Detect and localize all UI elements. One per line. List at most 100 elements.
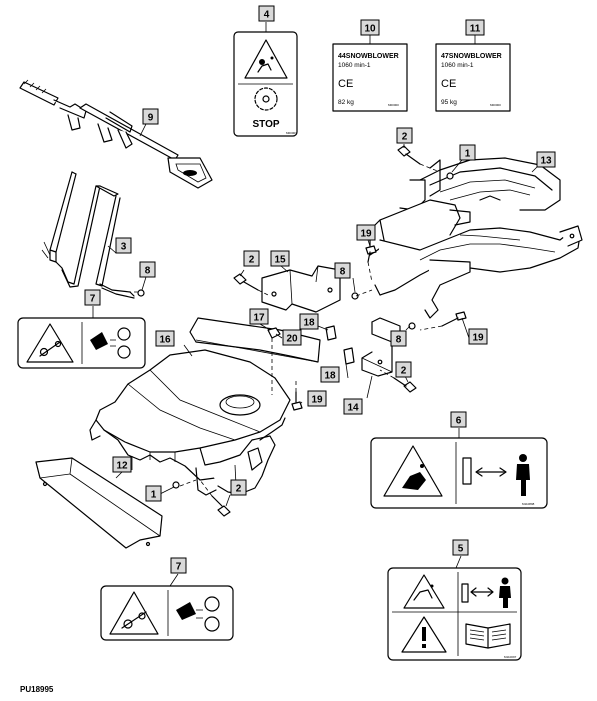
warning-triangle-icon — [244, 39, 288, 79]
label-44-model: 44SNOWBLOWER — [338, 53, 399, 60]
label-47-model: 47SNOWBLOWER — [441, 53, 502, 60]
callout-11: 11 — [465, 19, 485, 36]
hand-entanglement-icon — [90, 327, 131, 359]
manual-book-icon — [465, 623, 511, 649]
svg-text:M110898: M110898 — [522, 502, 535, 506]
svg-text:2: 2 — [249, 255, 255, 266]
label-44-rpm: 1060 min-1 — [338, 62, 371, 69]
svg-text:19: 19 — [311, 395, 323, 406]
rotating-impeller-icon — [254, 87, 278, 111]
nut-20 — [267, 327, 281, 339]
svg-text:M00001: M00001 — [286, 131, 297, 135]
part-9-crank-handle — [19, 79, 213, 189]
svg-text:16: 16 — [159, 335, 171, 346]
screw-19a — [365, 245, 377, 263]
label-44-ce-mark: CE — [338, 78, 353, 90]
callout-14: 14 — [343, 398, 363, 415]
svg-text:5: 5 — [458, 544, 464, 555]
washer-8a — [137, 289, 145, 297]
callout-18b: 18 — [320, 366, 340, 383]
figure-code: PU18995 — [20, 685, 54, 694]
callout-17: 17 — [249, 308, 269, 325]
callout-10: 10 — [360, 19, 380, 36]
callout-18a: 18 — [299, 313, 319, 330]
warning-triangle-icon — [26, 323, 74, 363]
decal-7a-belt-hazard — [17, 317, 146, 369]
svg-text:8: 8 — [340, 267, 346, 278]
svg-text:20: 20 — [286, 334, 298, 345]
hardware — [137, 145, 467, 517]
part-14-bracket — [361, 317, 401, 377]
svg-text:19: 19 — [360, 229, 372, 240]
keep-away-icon — [462, 454, 530, 496]
callout-9: 9 — [142, 108, 159, 125]
part-16-base-plate — [89, 349, 291, 496]
svg-text:11: 11 — [470, 24, 481, 35]
bolt-2c — [393, 377, 417, 393]
svg-text:19: 19 — [472, 333, 484, 344]
svg-text:4: 4 — [264, 10, 270, 21]
callout-8b: 8 — [334, 262, 351, 279]
svg-text:10: 10 — [364, 24, 376, 35]
callout-2b: 2 — [243, 250, 260, 267]
nut-1b — [172, 481, 180, 489]
nut-1a — [446, 172, 454, 180]
clip-18a — [325, 325, 337, 341]
svg-text:15: 15 — [274, 255, 286, 266]
callout-8a: 8 — [139, 261, 156, 278]
svg-text:2: 2 — [401, 366, 407, 377]
svg-text:13: 13 — [540, 156, 552, 167]
assembly-lines — [130, 163, 443, 497]
label-44-weight: 82 kg — [338, 99, 354, 106]
warning-triangle-icon — [403, 574, 445, 609]
svg-text:1: 1 — [465, 149, 471, 160]
warning-triangle-icon — [383, 445, 443, 497]
washer-8b — [351, 292, 359, 300]
decal-4-stop: STOP M00001 — [233, 31, 298, 137]
callout-7a: 7 — [84, 289, 101, 306]
svg-text:8: 8 — [396, 335, 402, 346]
warning-triangle-icon — [109, 591, 159, 635]
decal-11-model-47: 47SNOWBLOWER 1060 min-1 CE 95 kg M00000 — [435, 43, 511, 112]
stop-text: STOP — [252, 119, 279, 130]
bolt-2d — [211, 495, 231, 517]
bolt-2a — [397, 145, 421, 165]
callout-7b: 7 — [170, 557, 187, 574]
callout-2d: 2 — [230, 479, 247, 496]
callout-2c: 2 — [395, 361, 412, 378]
part-3-control-rod — [41, 171, 135, 299]
callout-19a: 19 — [356, 224, 376, 241]
part-15-bracket — [261, 265, 341, 313]
hand-entanglement-icon — [176, 596, 220, 632]
callout-19b: 19 — [468, 328, 488, 345]
callout-5: 5 — [452, 539, 469, 556]
screw-19b — [441, 311, 467, 327]
svg-text:6: 6 — [456, 416, 462, 427]
svg-text:9: 9 — [148, 113, 154, 124]
svg-text:12: 12 — [116, 461, 128, 472]
decal-10-model-44: 44SNOWBLOWER 1060 min-1 CE 82 kg M00000 — [332, 43, 408, 112]
svg-text:M110097: M110097 — [504, 655, 517, 659]
svg-text:1: 1 — [151, 490, 157, 501]
svg-text:M00000: M00000 — [388, 103, 399, 107]
svg-text:18: 18 — [324, 371, 336, 382]
part-17-plate — [189, 317, 321, 363]
callout-20: 20 — [282, 329, 302, 346]
svg-text:18: 18 — [303, 318, 315, 329]
callouts: 4 10 11 9 2 1 13 19 3 2 15 8 8 7 17 18 2… — [84, 5, 556, 574]
svg-text:2: 2 — [236, 484, 242, 495]
keep-away-icon — [461, 577, 511, 608]
svg-text:M00000: M00000 — [490, 103, 501, 107]
washer-8c — [408, 322, 416, 330]
callout-1a: 1 — [459, 144, 476, 161]
callout-13: 13 — [536, 151, 556, 168]
bolt-2b — [233, 273, 259, 291]
callout-16: 16 — [155, 330, 175, 347]
svg-text:17: 17 — [253, 313, 265, 324]
decal-6-keep-distance: M110898 — [370, 437, 548, 509]
svg-text:3: 3 — [121, 242, 127, 253]
caution-exclamation-icon — [401, 616, 447, 653]
part-13-impeller-housing — [369, 157, 583, 319]
callout-1b: 1 — [145, 485, 162, 502]
